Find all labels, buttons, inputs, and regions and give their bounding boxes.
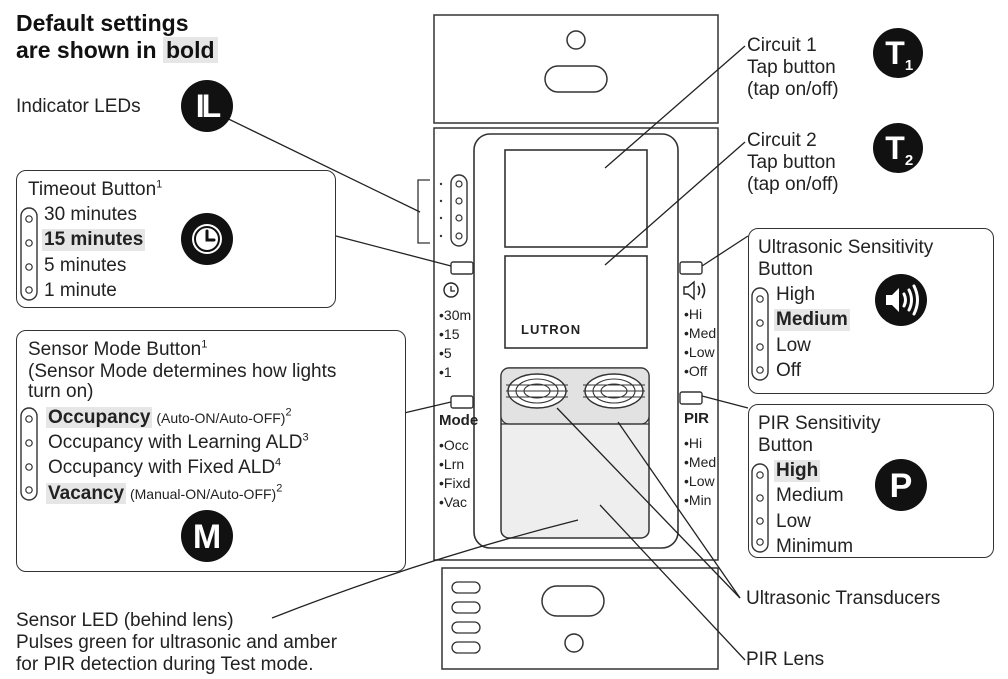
ultrasonic-title-2: Button [758, 259, 813, 280]
vent-slot [451, 621, 481, 634]
ultrasonic-sensitivity-button [679, 261, 703, 275]
sensor-mode-title: Sensor Mode Button1 [28, 338, 208, 360]
pir-lens-label: PIR Lens [746, 649, 825, 670]
device-pir-labels: •Hi •Med •Low •Min [684, 435, 717, 508]
device-timeout-labels: •30m •15 •5 •1 [439, 307, 472, 380]
sensor-mode-option-learning: Occupancy with Learning ALD3 [48, 431, 309, 453]
device-ultrasonic-labels: •Hi •Med •Low •Off [684, 306, 717, 379]
circuit2-tap-button [504, 255, 648, 349]
device-pir-heading: PIR [684, 410, 710, 427]
indicator-led [455, 232, 463, 240]
leader-lines [209, 45, 749, 661]
timeout-option-5: 5 minutes [44, 255, 127, 276]
sensor-mode-led-strip [20, 407, 38, 501]
ultrasonic-led-strip [751, 287, 769, 381]
sensor-mode-option-fixed: Occupancy with Fixed ALD4 [48, 456, 282, 478]
timeout-option-15-default: 15 minutes [42, 229, 146, 251]
indicator-led-strip [450, 174, 468, 247]
title-bold-word: bold [162, 37, 218, 63]
svg-text:T: T [885, 130, 905, 166]
svg-text:P: P [890, 467, 913, 505]
svg-text:1: 1 [905, 57, 913, 74]
circuit1-badge-icon: T 1 [873, 28, 923, 78]
indicator-leds-label: Indicator LEDs [16, 96, 141, 117]
indicator-led [455, 214, 463, 222]
timeout-title: Timeout Button1 [28, 178, 163, 200]
sensor-led-label: Sensor LED (behind lens) Pulses green fo… [16, 610, 338, 675]
speaker-icon [875, 274, 927, 326]
pir-title-1: PIR Sensitivity [758, 413, 881, 434]
sensor-mode-option-vacancy: Vacancy (Manual-ON/Auto-OFF)2 [46, 482, 283, 504]
device-mode-heading: Mode [439, 412, 479, 429]
indicator-led [455, 197, 463, 205]
indicator-led [455, 180, 463, 188]
slot-top [544, 65, 608, 93]
ultrasonic-option-medium-default: Medium [774, 309, 850, 331]
timeout-option-30: 30 minutes [44, 204, 137, 225]
svg-text:IL: IL [196, 88, 221, 124]
device-clock-icon [443, 282, 459, 298]
vent-slot [451, 581, 481, 594]
sensor-mode-note-2: turn on) [28, 381, 94, 402]
ultrasonic-transducer-right [583, 373, 645, 409]
vent-slot [451, 641, 481, 654]
svg-text:2: 2 [905, 152, 913, 169]
sensor-mode-button [450, 395, 474, 409]
vent-slot [451, 601, 481, 614]
pir-option-low: Low [776, 511, 811, 532]
circuit2-badge-icon: T 2 [873, 123, 923, 173]
circuit2-label: Circuit 2 Tap button (tap on/off) [747, 130, 839, 195]
screw-hole-top [566, 30, 586, 50]
screw-hole-bottom [564, 633, 584, 653]
ultrasonic-option-low: Low [776, 335, 811, 356]
svg-text:M: M [193, 518, 221, 556]
wallplate-bottom [441, 567, 719, 670]
diagram-title: Default settings are shown in bold [16, 10, 218, 64]
indicator-leds-badge-icon: IL [181, 80, 233, 132]
sensor-mode-option-occupancy-default: Occupancy (Auto-ON/Auto-OFF)2 [46, 406, 292, 428]
pir-option-minimum: Minimum [776, 536, 854, 557]
device-speaker-icon [683, 280, 706, 301]
clock-icon [181, 213, 233, 265]
device-mode-labels: •Occ •Lrn •Fixd •Vac [439, 437, 471, 510]
svg-text:T: T [885, 35, 905, 71]
pir-led-strip [751, 463, 769, 553]
ultrasonic-option-off: Off [776, 360, 801, 381]
ultrasonic-transducers-label: Ultrasonic Transducers [746, 588, 941, 609]
pir-title-2: Button [758, 435, 813, 456]
title-line-2-prefix: are shown in [16, 37, 157, 63]
sensor-mode-note-1: (Sensor Mode determines how lights [28, 361, 337, 382]
sensor-mode-badge-icon: M [181, 510, 233, 562]
pir-option-medium: Medium [776, 485, 844, 506]
ultrasonic-transducer-left [506, 373, 568, 409]
pir-option-high-default: High [774, 460, 821, 482]
circuit1-label: Circuit 1 Tap button (tap on/off) [747, 35, 839, 100]
title-line-1: Default settings [16, 10, 189, 36]
timeout-option-1: 1 minute [44, 280, 117, 301]
device-brand: LUTRON [521, 322, 582, 337]
pir-sensitivity-button [679, 391, 703, 405]
ultrasonic-option-high: High [776, 284, 816, 305]
title-line-2: are shown in bold [16, 37, 218, 64]
slot-bottom [541, 585, 605, 617]
ultrasonic-title-1: Ultrasonic Sensitivity [758, 237, 934, 258]
pir-badge-icon: P [875, 459, 927, 511]
timeout-button [450, 261, 474, 275]
circuit1-tap-button [504, 149, 648, 248]
timeout-led-strip [20, 207, 38, 301]
